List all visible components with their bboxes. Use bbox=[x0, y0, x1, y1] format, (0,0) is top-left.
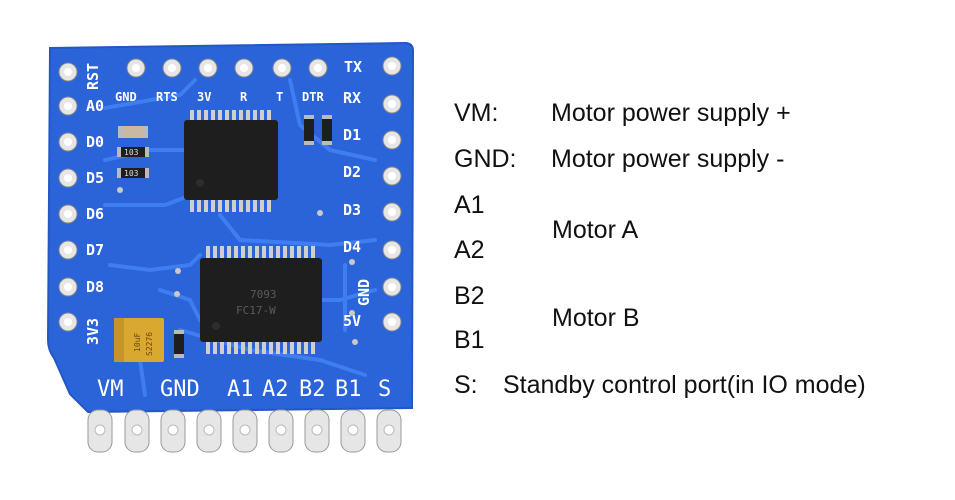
smd-resistors: 103 103 bbox=[117, 115, 332, 358]
bottom-pin-header bbox=[87, 409, 402, 453]
capacitor-label-2: S2276 bbox=[145, 332, 154, 356]
resistor-label-1: 103 bbox=[124, 148, 139, 157]
pin-label-gnd-bottom: GND bbox=[160, 377, 200, 402]
pin-label-d4: D4 bbox=[343, 238, 361, 256]
pin-label-3v: 3V bbox=[197, 90, 211, 104]
pin-label-d8: D8 bbox=[86, 278, 104, 296]
pin-label-5v: 5V bbox=[343, 312, 361, 330]
driver-chip-upper bbox=[184, 110, 278, 212]
pin-label-b1: B1 bbox=[335, 377, 362, 402]
pin-label-d7: D7 bbox=[86, 241, 104, 259]
pin-label-t: T bbox=[276, 90, 283, 104]
chip-marking-1: 7093 bbox=[250, 288, 277, 301]
left-pin-header: RST A0 D0 D5 D6 D7 D8 3V3 bbox=[58, 62, 104, 345]
pin-label-rts: RTS bbox=[156, 90, 178, 104]
pin-label-d5: D5 bbox=[86, 169, 104, 187]
pin-label-rx: RX bbox=[343, 89, 361, 107]
tantalum-capacitor: 10uF S2276 bbox=[114, 318, 164, 362]
pin-label-3v3: 3V3 bbox=[84, 318, 102, 345]
pin-label-b2: B2 bbox=[299, 377, 326, 402]
pin-label-tx: TX bbox=[344, 58, 362, 76]
pin-label-dtr: DTR bbox=[302, 90, 324, 104]
pin-label-gnd-right: GND bbox=[355, 279, 373, 306]
pin-label-d1: D1 bbox=[343, 126, 361, 144]
chip-marking-2: FC17-W bbox=[236, 304, 276, 317]
top-pin-header: GND RTS 3V R T DTR TX bbox=[115, 58, 362, 104]
pin-label-rst: RST bbox=[84, 63, 102, 90]
pin-label-a0: A0 bbox=[86, 97, 104, 115]
pin-label-a1: A1 bbox=[227, 377, 254, 402]
pin-label-d3: D3 bbox=[343, 201, 361, 219]
pin-label-d6: D6 bbox=[86, 205, 104, 223]
vias bbox=[117, 187, 358, 345]
capacitor-label-1: 10uF bbox=[133, 333, 142, 352]
pin-label-a2: A2 bbox=[262, 377, 289, 402]
pin-label-d2: D2 bbox=[343, 163, 361, 181]
resistor-label-2: 103 bbox=[124, 169, 139, 178]
bottom-pin-labels: VM GND A1 A2 B2 B1 S bbox=[97, 377, 391, 402]
driver-chip-lower: 7093 FC17-W bbox=[200, 246, 322, 354]
pin-label-vm: VM bbox=[97, 377, 124, 402]
pin-label-s: S bbox=[378, 377, 391, 402]
pin-label-gnd-top: GND bbox=[115, 90, 137, 104]
pin-label-r: R bbox=[240, 90, 248, 104]
right-pin-header: RX D1 D2 D3 D4 GND 5V bbox=[343, 56, 402, 332]
pin-label-d0: D0 bbox=[86, 133, 104, 151]
